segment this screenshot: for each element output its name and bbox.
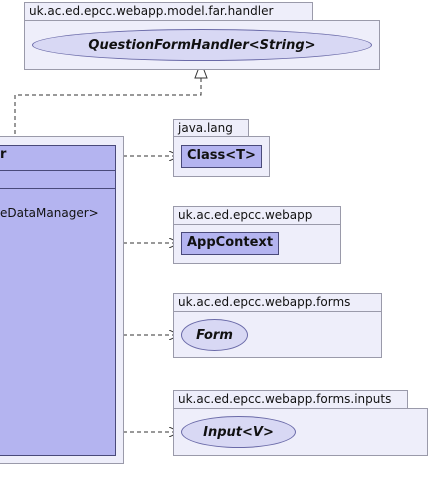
class-app-context[interactable]: AppContext [181,232,279,255]
interface-question-form-handler[interactable]: QuestionFormHandler<String> [32,29,372,61]
package-tab-java-lang: java.lang [173,119,249,138]
package-tab-webapp: uk.ac.ed.epcc.webapp [173,206,341,225]
main-class-member: eDataManager> [0,206,99,220]
interface-input-v[interactable]: Input<V> [181,416,296,448]
main-class-divider-2 [0,188,116,189]
realization-edge [14,78,202,148]
main-class[interactable] [0,145,116,456]
main-class-divider-1 [0,170,116,171]
main-class-name: r [0,147,7,162]
package-tab-inputs: uk.ac.ed.epcc.webapp.forms.inputs [173,390,408,409]
package-tab-forms: uk.ac.ed.epcc.webapp.forms [173,293,382,312]
class-class-t[interactable]: Class<T> [181,145,262,168]
package-tab-handler: uk.ac.ed.epcc.webapp.model.far.handler [24,2,313,21]
realization-arrowhead [194,60,208,79]
interface-form[interactable]: Form [181,319,248,351]
